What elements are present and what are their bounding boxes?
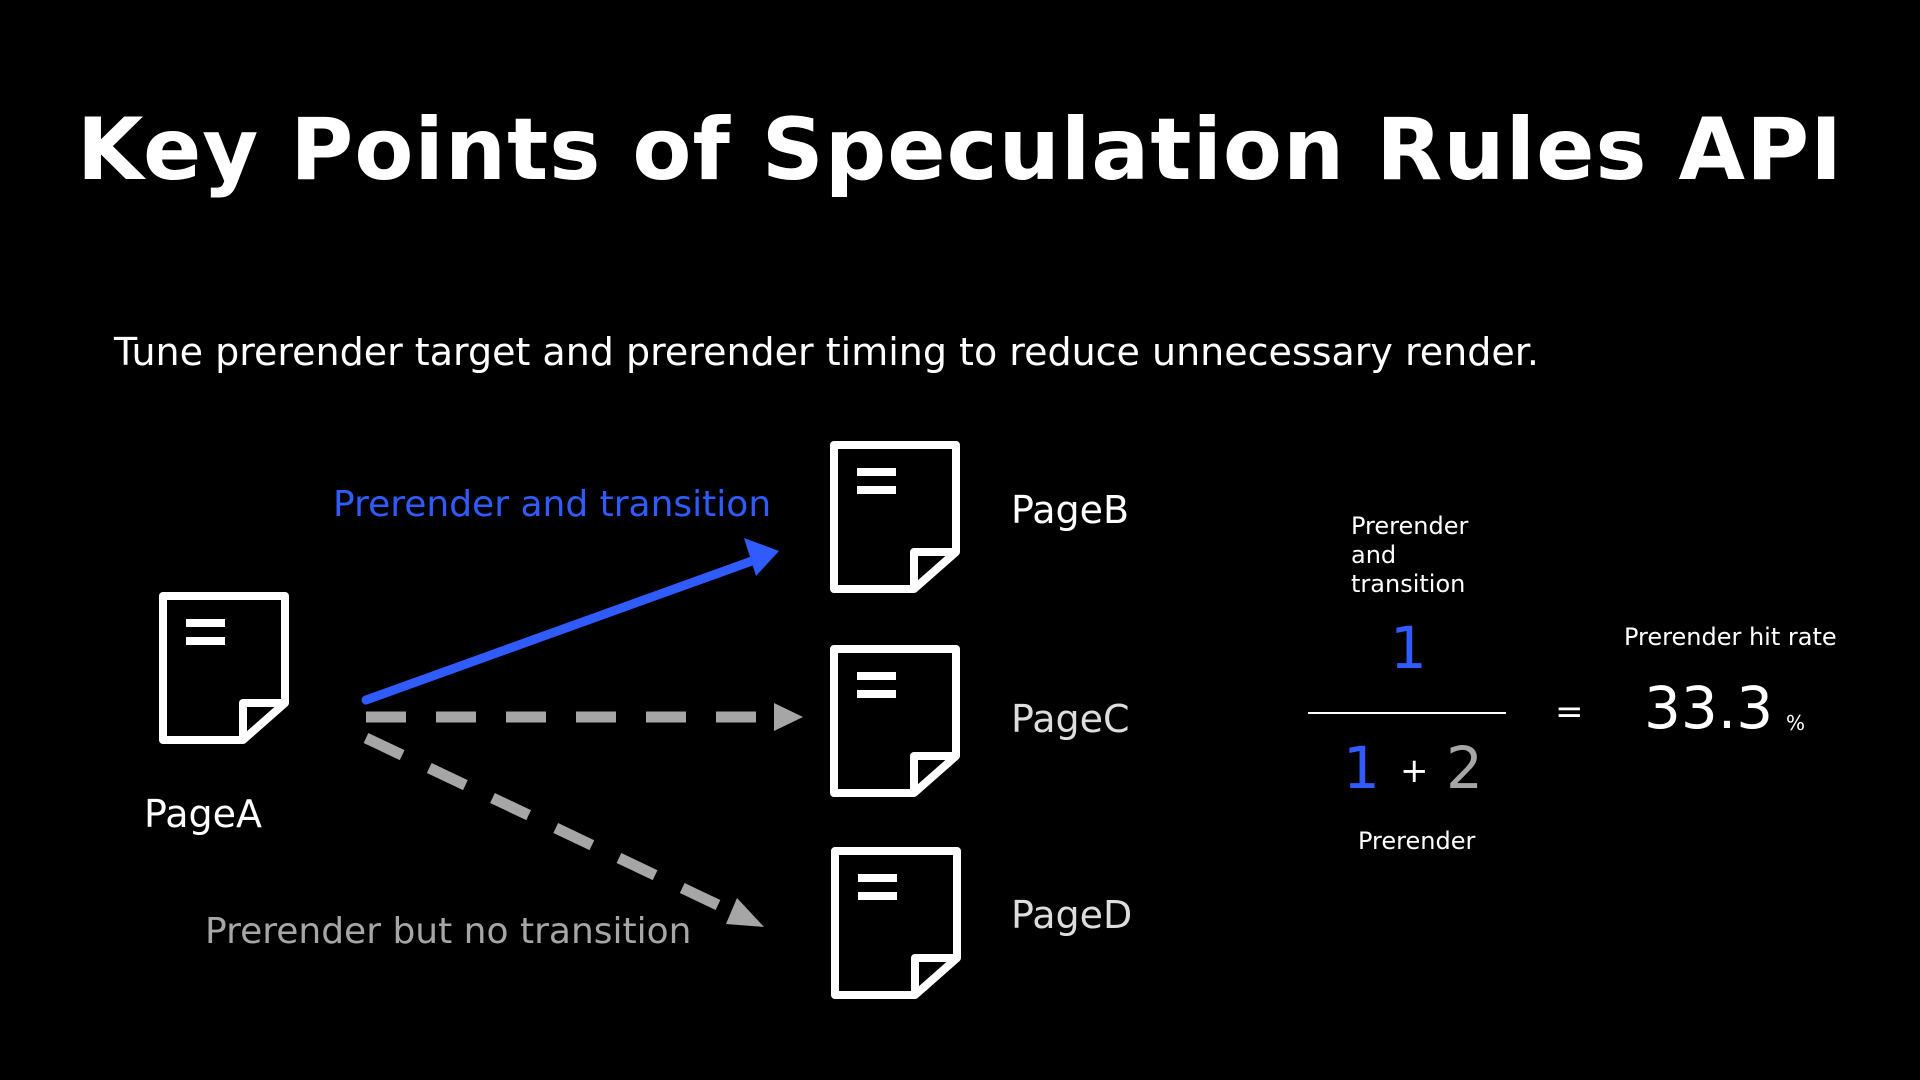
numerator-caption-line-1: Prerender: [1351, 512, 1469, 540]
fraction-bar: [1308, 712, 1506, 714]
result-value: 33.3: [1644, 674, 1774, 742]
page-a-label: PageA: [144, 792, 262, 836]
result-unit: %: [1786, 711, 1806, 735]
page-c-document-icon: [830, 645, 960, 797]
arrow-transition: [361, 538, 779, 705]
slide-subtitle: Tune prerender target and prerender timi…: [114, 330, 1539, 374]
no-transition-arrow-label: Prerender but no transition: [205, 911, 692, 952]
plus-sign: +: [1400, 751, 1429, 791]
numerator-caption-line-3: transition: [1351, 570, 1466, 598]
numerator-value: 1: [1390, 614, 1427, 682]
denominator-left-value: 1: [1343, 734, 1380, 802]
page-b-label: PageB: [1011, 488, 1130, 532]
arrow-prerender-c: [366, 703, 803, 731]
numerator-caption-line-2: and: [1351, 541, 1397, 569]
page-d-document-icon: [831, 847, 961, 999]
denominator-right-value: 2: [1446, 734, 1483, 802]
result-caption: Prerender hit rate: [1624, 623, 1837, 651]
page-d-label: PageD: [1011, 893, 1133, 937]
page-b-document-icon: [830, 441, 960, 593]
equals-sign: =: [1555, 692, 1584, 732]
page-a-document-icon: [159, 592, 289, 744]
slide-title: Key Points of Speculation Rules API: [76, 100, 1844, 200]
transition-arrow-label: Prerender and transition: [333, 484, 772, 525]
denominator-caption: Prerender: [1358, 827, 1476, 855]
page-c-label: PageC: [1011, 697, 1130, 741]
arrow-prerender-d: [363, 733, 764, 927]
numerator-caption: Prerender and transition: [1351, 512, 1468, 599]
